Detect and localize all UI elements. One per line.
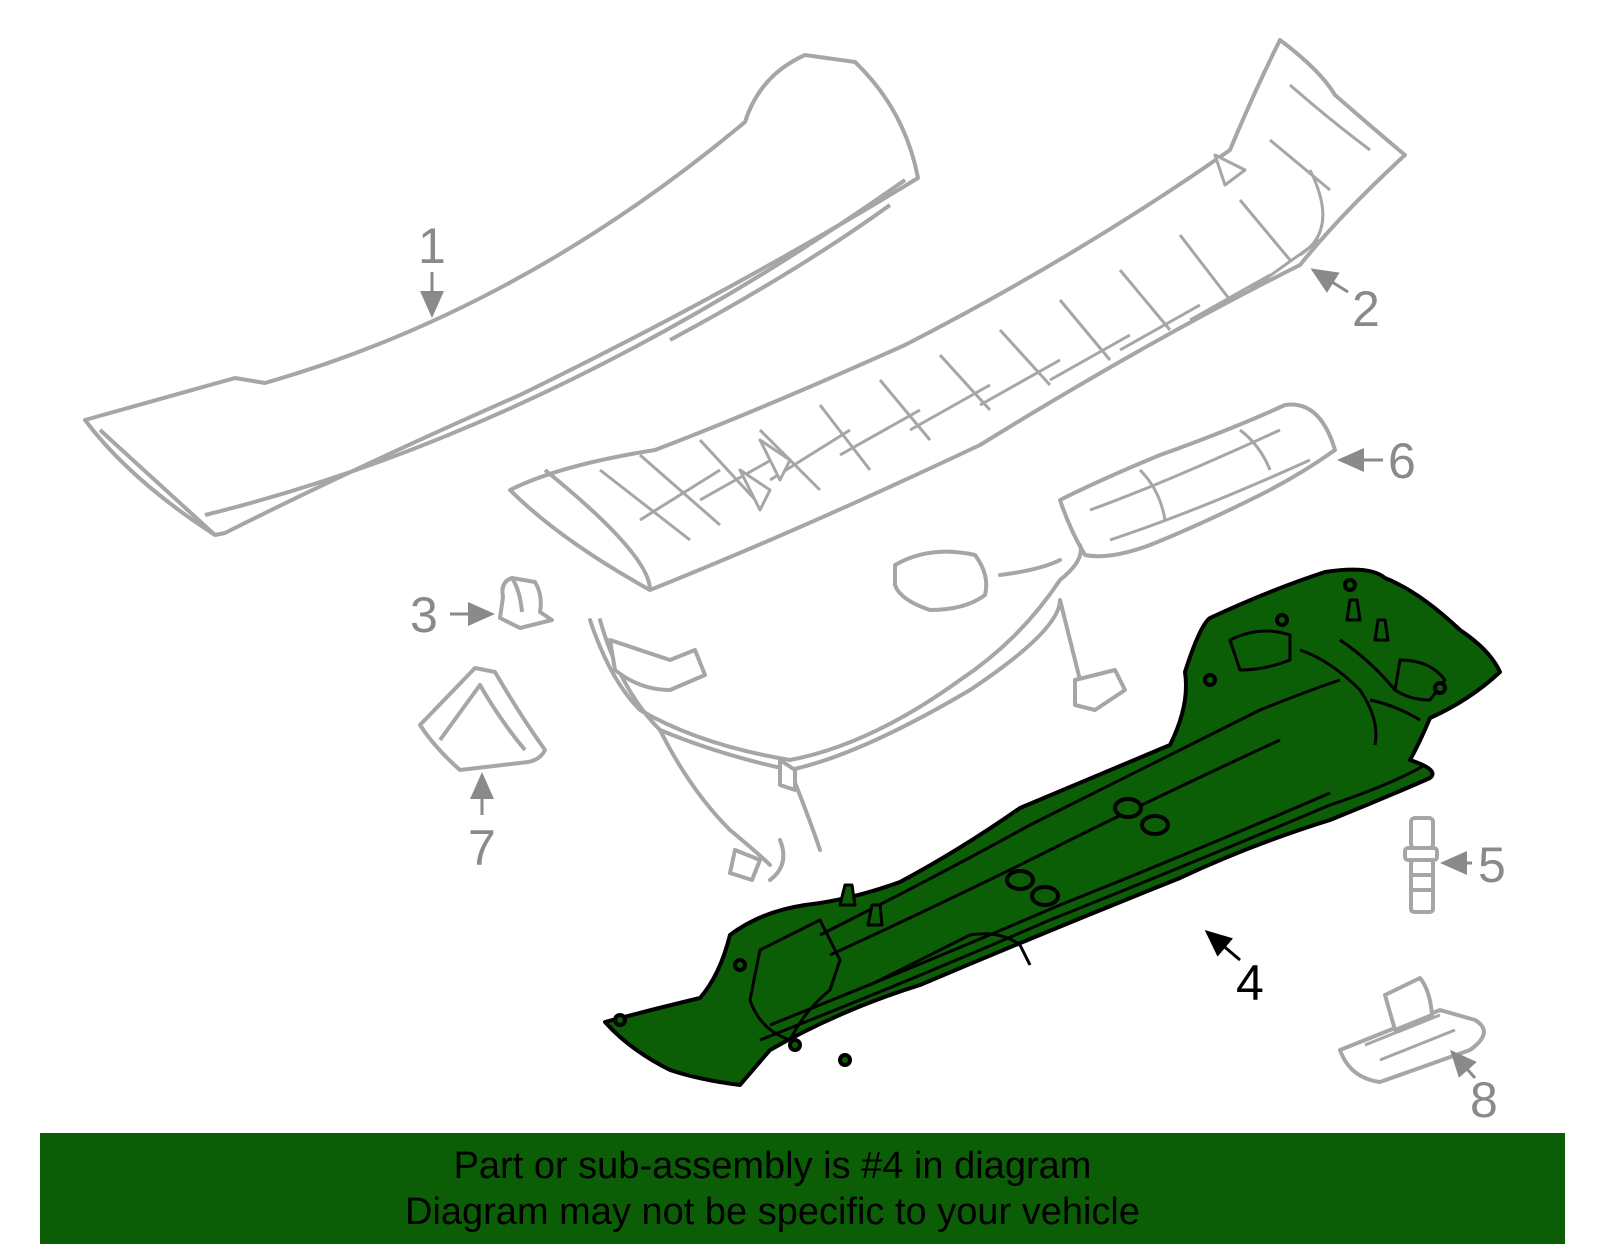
leader-2 xyxy=(1310,268,1349,294)
leader-8 xyxy=(1450,1049,1477,1079)
callout-numbers: 1 2 3 6 7 5 8 4 xyxy=(410,218,1506,1128)
part-6-light-housing xyxy=(1058,402,1337,559)
callout-4: 4 xyxy=(1236,955,1264,1011)
callout-1: 1 xyxy=(418,218,446,274)
part-1-spoiler xyxy=(83,53,920,537)
callout-leaders xyxy=(420,268,1477,1079)
part-3-clip xyxy=(498,576,554,630)
part-7-bracket xyxy=(418,666,547,772)
callout-8: 8 xyxy=(1470,1072,1498,1128)
banner-line-part-number: Part or sub-assembly is #4 in diagram xyxy=(453,1144,1092,1187)
callout-7: 7 xyxy=(468,820,496,876)
part-8-lamp xyxy=(1338,976,1486,1084)
part-2-trim-panel xyxy=(508,38,1407,592)
info-banner: Part or sub-assembly is #4 in diagram Di… xyxy=(40,1133,1565,1244)
callout-6: 6 xyxy=(1388,433,1416,489)
callout-3: 3 xyxy=(410,587,438,643)
leader-4 xyxy=(1204,930,1241,962)
callout-2: 2 xyxy=(1352,281,1380,337)
harness-connector xyxy=(608,549,1127,792)
banner-line-disclaimer: Diagram may not be specific to your vehi… xyxy=(405,1190,1140,1233)
wiring-harness xyxy=(588,543,1117,882)
callout-5: 5 xyxy=(1478,837,1506,893)
part-4-shield-highlighted xyxy=(603,567,1502,1087)
part-5-stud xyxy=(1403,816,1439,914)
